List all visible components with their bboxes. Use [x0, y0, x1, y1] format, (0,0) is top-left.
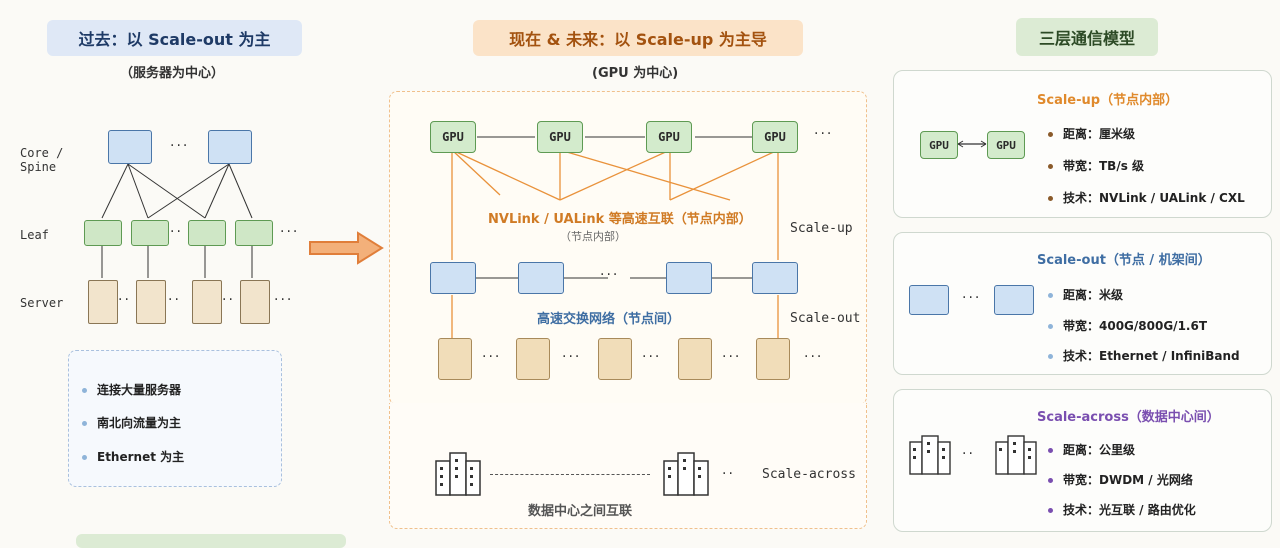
card-datacenter-icon-1	[909, 435, 951, 475]
leaf-ellipsis-2: ···	[280, 224, 300, 240]
dc-ellipsis: ··	[722, 466, 735, 482]
net-switch-2	[518, 262, 564, 294]
card-scale-out-bullet-1: 距离：米级	[1048, 286, 1123, 303]
gpu-4: GPU	[752, 121, 798, 153]
center-subtitle: (GPU 为中心)	[592, 66, 679, 81]
card-scale-out-bullet-2: 带宽：400G/800G/1.6T	[1048, 317, 1207, 334]
leaf-switch-2	[131, 220, 169, 246]
core-spine-label: Core / Spine	[20, 146, 64, 174]
network-label: 高速交换网络（节点间）	[537, 312, 681, 327]
leaf-switch-4	[235, 220, 273, 246]
net-ellipsis: ···	[600, 267, 620, 283]
leaf-switch-1	[84, 220, 122, 246]
node-ellipsis-2: ···	[562, 349, 582, 365]
card-scale-across-title: Scale-across（数据中心间）	[1037, 410, 1220, 425]
left-feature-2: 南北向流量为主	[82, 414, 181, 431]
right-title: 三层通信模型	[1016, 18, 1158, 56]
card-scale-out	[893, 232, 1272, 375]
server-ellipsis-4: ···	[274, 292, 294, 308]
scale-out-label: Scale-out	[790, 311, 861, 326]
card-switch-ellipsis: ···	[962, 290, 982, 306]
server-1	[88, 280, 118, 324]
compute-node-4	[678, 338, 712, 380]
card-scale-out-bullet-3: 技术：Ethernet / InfiniBand	[1048, 347, 1240, 364]
transition-arrow-icon	[309, 231, 384, 265]
core-switch-2	[208, 130, 252, 164]
card-datacenter-icon-2	[995, 435, 1037, 475]
card-scale-out-title: Scale-out（节点 / 机架间）	[1037, 253, 1211, 268]
nvlink-sublabel: （节点内部）	[560, 230, 626, 243]
node-ellipsis-1: ···	[482, 349, 502, 365]
net-switch-4	[752, 262, 798, 294]
card-switch-2	[994, 285, 1034, 315]
server-ellipsis-2: ··	[168, 292, 181, 308]
node-ellipsis-5: ···	[804, 349, 824, 365]
left-title: 过去：以 Scale-out 为主	[47, 20, 302, 56]
card-scale-up-title: Scale-up（节点内部）	[1037, 93, 1179, 108]
left-topology-lines	[101, 163, 253, 278]
dc-link-line	[490, 474, 650, 475]
scale-up-label: Scale-up	[790, 221, 853, 236]
left-feature-3: Ethernet 为主	[82, 448, 184, 465]
net-switch-3	[666, 262, 712, 294]
node-ellipsis-4: ···	[722, 349, 742, 365]
card-scale-across-bullet-2: 带宽：DWDM / 光网络	[1048, 471, 1193, 488]
center-connections	[451, 136, 779, 340]
server-label: Server	[20, 296, 64, 310]
card-gpu-1: GPU	[920, 131, 958, 159]
card-scale-across	[893, 389, 1272, 532]
server-ellipsis-1: ··	[118, 292, 131, 308]
compute-node-3	[598, 338, 632, 380]
card-scale-across-bullet-3: 技术：光互联 / 路由优化	[1048, 501, 1196, 518]
server-3	[192, 280, 222, 324]
datacenter-icon-2	[663, 452, 709, 496]
leaf-switch-3	[188, 220, 226, 246]
server-2	[136, 280, 166, 324]
left-features-box	[68, 350, 282, 487]
gpu-2: GPU	[537, 121, 583, 153]
card-scale-across-bullet-1: 距离：公里级	[1048, 441, 1135, 458]
left-feature-1: 连接大量服务器	[82, 381, 181, 398]
node-ellipsis-3: ···	[642, 349, 662, 365]
datacenter-icon-1	[435, 452, 481, 496]
server-4	[240, 280, 270, 324]
card-dc-ellipsis: ··	[962, 446, 975, 462]
compute-node-5	[756, 338, 790, 380]
card-scale-up-bullet-3: 技术：NVLink / UALink / CXL	[1048, 189, 1245, 206]
nvlink-label: NVLink / UALink 等高速互联（节点内部）	[488, 212, 752, 227]
net-switch-1	[430, 262, 476, 294]
gpu-3: GPU	[646, 121, 692, 153]
leaf-ellipsis-1: ··	[170, 224, 183, 240]
compute-node-2	[516, 338, 550, 380]
left-bottom-tag	[76, 534, 346, 548]
gpu-ellipsis: ···	[814, 126, 834, 142]
card-gpu-link-icon	[957, 140, 987, 148]
leaf-label: Leaf	[20, 228, 49, 242]
left-subtitle: （服务器为中心）	[120, 66, 225, 81]
card-scale-up-bullet-2: 带宽：TB/s 级	[1048, 157, 1144, 174]
server-ellipsis-3: ··	[222, 292, 235, 308]
card-gpu-2: GPU	[987, 131, 1025, 159]
scale-across-label: Scale-across	[762, 467, 856, 482]
card-scale-up-bullet-1: 距离：厘米级	[1048, 125, 1135, 142]
core-ellipsis: ···	[170, 138, 190, 154]
core-switch-1	[108, 130, 152, 164]
compute-node-1	[438, 338, 472, 380]
center-title: 现在 & 未来：以 Scale-up 为主导	[473, 20, 803, 56]
gpu-1: GPU	[430, 121, 476, 153]
card-switch-1	[909, 285, 949, 315]
dc-label: 数据中心之间互联	[528, 504, 633, 519]
